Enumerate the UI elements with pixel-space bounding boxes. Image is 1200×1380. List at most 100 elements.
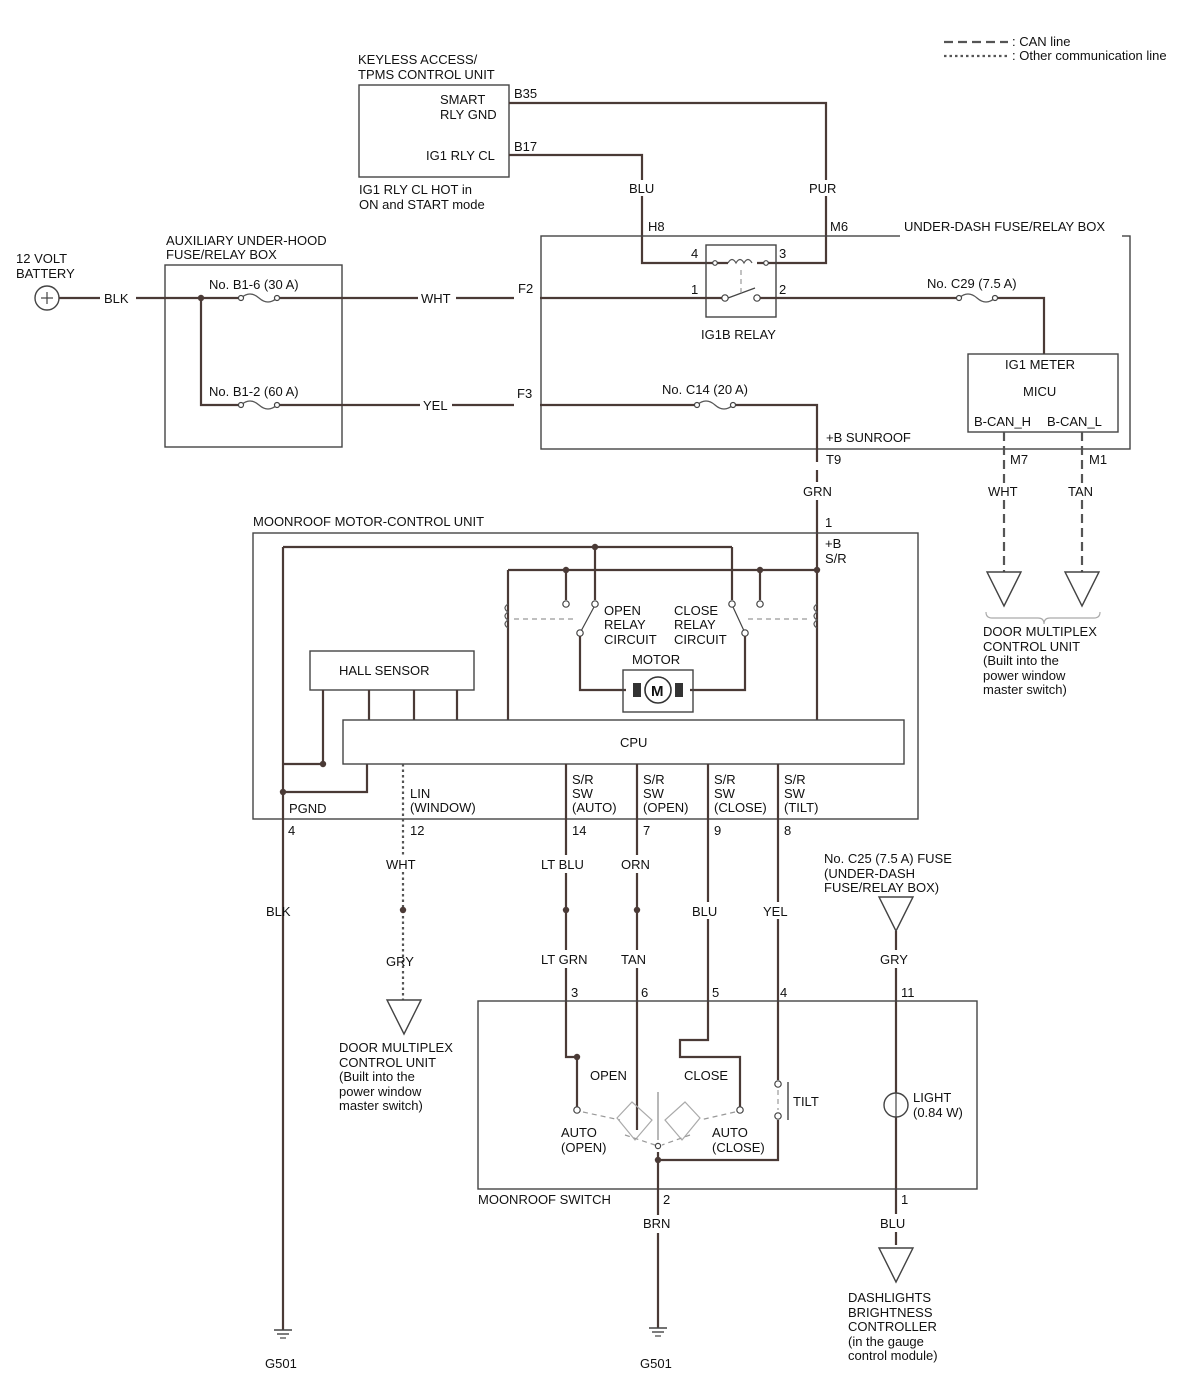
ground-left-label: G501 [265,1356,297,1371]
sw-tilt-3: (TILT) [784,800,818,815]
dashlights-2: BRIGHTNESS [848,1305,933,1320]
close-relay-1: CLOSE [674,603,718,618]
mru-pin-7: 7 [643,823,650,838]
sw-open-3: (OPEN) [643,800,689,815]
can-h-connector-icon [985,571,1023,608]
door-mpx-left-3: (Built into the [339,1069,415,1084]
motor-label: MOTOR [632,652,680,667]
b-sr-label-1: +B [825,536,841,551]
can-l-connector-icon [1063,571,1101,608]
pin-h8: H8 [648,219,665,234]
ground-center: G501 [640,1327,672,1371]
pin-f3: F3 [517,386,532,401]
b-sr-label-2: S/R [825,551,847,566]
cpu-label: CPU [620,735,647,750]
c25-label-3: FUSE/RELAY BOX) [824,880,939,895]
relay-name: IG1B RELAY [701,327,776,342]
battery-label-1: 12 VOLT [16,251,67,266]
ig1-meter-label: IG1 METER [1005,357,1075,372]
wire-gry-lin: GRY [386,954,414,969]
door-mpx-right-1: DOOR MULTIPLEX [983,624,1097,639]
switch-mechanism [573,1092,744,1150]
wire-blk-gnd: BLK [266,904,291,919]
open-relay-1: OPEN [604,603,641,618]
aux-title-1: AUXILIARY UNDER-HOOD [166,233,327,248]
msw-pin-4: 4 [780,985,787,1000]
yel-main-wire [199,298,819,462]
lin-label-1: LIN [410,786,430,801]
blu-wire-top [509,153,715,265]
wire-blu-light: BLU [880,1216,905,1231]
sw-auto-3: (AUTO) [572,800,617,815]
motor: MOTOR M [622,652,694,713]
legend-other-label: : Other communication line [1012,48,1167,63]
keyless-box [358,84,510,178]
dashlights-connector-icon [877,1247,915,1284]
brn-common-wire [656,1120,780,1162]
fuse-b1-2-label: No. B1-2 (60 A) [209,384,299,399]
pur-wire [509,101,828,265]
auto-close-1: AUTO [712,1125,748,1140]
sw-auto-1: S/R [572,772,594,787]
cpu-box [342,719,905,765]
moonroof-switch-box [477,1000,978,1190]
pin-f2: F2 [518,281,533,296]
msw-pin-11: 11 [901,985,915,1000]
fuse-c29-label: No. C29 (7.5 A) [927,276,1017,291]
sw-open-1: S/R [643,772,665,787]
sw-close-3: (CLOSE) [714,800,767,815]
mru-pin-14: 14 [572,823,586,838]
legend: : CAN line : Other communication line [944,34,1167,63]
wire-pur: PUR [809,181,836,196]
motor-box [622,669,694,713]
pin-m1: M1 [1089,452,1107,467]
ig1-rly-cl-label: IG1 RLY CL [426,148,495,163]
dashlights-controller: DASHLIGHTS BRIGHTNESS CONTROLLER (in the… [848,1290,938,1363]
battery-label-2: BATTERY [16,266,75,281]
open-relay-2: RELAY [604,617,646,632]
mru-pin-9: 9 [714,823,721,838]
lin-connector-icon [385,999,423,1036]
wire-brn: BRN [643,1216,670,1231]
sw-close-2: SW [714,786,736,801]
mru-pin-1: 1 [825,515,832,530]
ig1b-relay: 4 3 1 2 IG1B RELAY [691,244,830,342]
wire-gry-light: GRY [880,952,908,967]
pin-b35: B35 [514,86,537,101]
open-contact [616,1101,653,1141]
keyless-access-unit: KEYLESS ACCESS/ TPMS CONTROL UNIT SMART … [358,52,537,212]
wire-grn: GRN [803,484,832,499]
msw-pin-3: 3 [571,985,578,1000]
sw-close-wire [678,764,742,1108]
mru-pin-8: 8 [784,823,791,838]
keyless-note-1: IG1 RLY CL HOT in [359,182,472,197]
micu-name: MICU [1023,384,1056,399]
close-contact [664,1101,701,1141]
keyless-title-2: TPMS CONTROL UNIT [358,67,495,82]
sw-tilt-2: SW [784,786,806,801]
relay-pin-3: 3 [779,246,786,261]
msw-pin-1: 1 [901,1192,908,1207]
wire-tan-can: TAN [1068,484,1093,499]
c29-wire [830,296,1046,354]
wire-blk-batt: BLK [104,291,129,306]
relay-pin-4: 4 [691,246,698,261]
light-label-2: (0.84 W) [913,1105,963,1120]
legend-can-label: : CAN line [1012,34,1071,49]
close-relay-2: RELAY [674,617,716,632]
c25-connector-icon [877,896,915,933]
switch-open-label: OPEN [590,1068,627,1083]
wire-blu-top: BLU [629,181,654,196]
door-mpx-right: DOOR MULTIPLEX CONTROL UNIT (Built into … [983,624,1097,697]
relay-pin-1: 1 [691,282,698,297]
close-relay-coil [813,603,819,629]
aux-box [164,264,343,448]
fuse-b1-6-label: No. B1-6 (30 A) [209,277,299,292]
door-mpx-left-1: DOOR MULTIPLEX [339,1040,453,1055]
pin-m7: M7 [1010,452,1028,467]
ig1b-relay-box [705,244,777,318]
tilt-label: TILT [793,1094,819,1109]
wire-lt-blu: LT BLU [541,857,584,872]
ground-center-label: G501 [640,1356,672,1371]
